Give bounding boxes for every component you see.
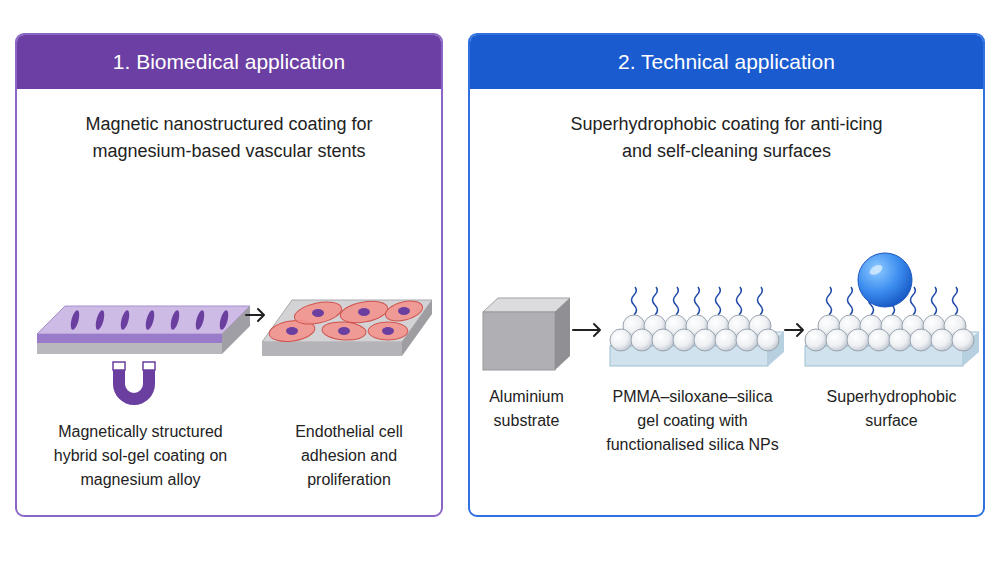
silica-nanoparticle — [736, 329, 758, 351]
stage-caption: Endothelial cell adhesion and proliferat… — [287, 420, 412, 492]
cell-nucleus — [286, 327, 298, 335]
process-arrow — [573, 324, 600, 336]
aligned-nanoparticle — [94, 309, 106, 330]
block-front-face — [483, 312, 555, 370]
functional-chain — [653, 287, 658, 315]
block-top-face — [483, 298, 570, 312]
stage-caption: Superhydrophobic surface — [822, 385, 962, 433]
panel-heading: 1. Biomedical application — [17, 35, 441, 89]
magnet-pole — [113, 362, 125, 370]
magnet-symbol — [113, 362, 155, 405]
silica-nanoparticle — [757, 329, 779, 351]
panel-box: 1. Biomedical applicationMagnetic nanost… — [15, 33, 443, 517]
aligned-nanoparticle — [169, 309, 181, 330]
silica-nanoparticle — [652, 329, 674, 351]
functional-chain — [632, 287, 637, 315]
block-side-face — [555, 298, 570, 370]
cell-slab — [262, 298, 432, 356]
slab-front-face — [262, 342, 402, 356]
panel-subtitle: Superhydrophobic coating for anti-icing … — [559, 111, 894, 165]
silica-nanoparticle — [889, 329, 911, 351]
silica-nanoparticle — [952, 329, 974, 351]
magnesium-layer — [37, 343, 222, 354]
functional-chain — [695, 287, 700, 315]
silica-nanoparticle — [610, 329, 632, 351]
cell-nucleus — [338, 327, 350, 335]
functional-chain — [827, 287, 832, 315]
endothelial-cell — [383, 298, 424, 325]
process-arrow — [785, 324, 803, 336]
silica-nanoparticle — [910, 329, 932, 351]
silica-nanoparticle — [931, 329, 953, 351]
coated-slab — [37, 306, 250, 354]
aligned-nanoparticle — [218, 309, 230, 330]
superhydrophobic-substrate — [805, 253, 979, 366]
aligned-nanoparticle — [119, 309, 131, 330]
silica-nanoparticle — [715, 329, 737, 351]
functional-chain — [911, 287, 916, 315]
endothelial-cell — [368, 322, 408, 340]
cell-nucleus — [398, 307, 410, 315]
coating-layer — [37, 334, 222, 343]
aligned-nanoparticle — [69, 309, 81, 330]
silica-nanoparticle — [847, 329, 869, 351]
aligned-nanoparticle — [194, 309, 206, 330]
silica-nanoparticle — [826, 329, 848, 351]
endothelial-cell — [321, 320, 366, 341]
process-arrow — [246, 309, 264, 321]
magnet-pole — [143, 362, 155, 370]
functional-chain — [737, 287, 742, 315]
stage-caption: PMMA–siloxane–silica gel coating with fu… — [603, 385, 783, 457]
stage-caption: Aluminium substrate — [480, 385, 573, 433]
cell-nucleus — [382, 327, 394, 335]
silica-nanoparticle — [694, 329, 716, 351]
cell-nucleus — [312, 309, 324, 317]
silica-nanoparticle — [805, 329, 827, 351]
functional-chain — [674, 287, 679, 315]
functional-chain — [758, 287, 763, 315]
silica-nanoparticle — [868, 329, 890, 351]
functional-chain — [716, 287, 721, 315]
coating-top-face — [37, 306, 250, 334]
functional-chain — [932, 287, 937, 315]
endothelial-cell — [339, 298, 390, 326]
functional-chain — [953, 287, 958, 315]
panel-heading: 2. Technical application — [470, 35, 983, 89]
water-droplet — [858, 253, 912, 307]
functional-chain — [848, 287, 853, 315]
droplet-highlight — [868, 263, 884, 277]
silica-nanoparticle — [631, 329, 653, 351]
stage-box: Magnetically structured hybrid sol-gel c… — [35, 270, 246, 490]
aligned-nanoparticle — [144, 309, 156, 330]
stage-caption: Magnetically structured hybrid sol-gel c… — [38, 420, 243, 492]
cell-nucleus — [358, 308, 370, 316]
silica-nanoparticle — [673, 329, 695, 351]
coated-substrate — [610, 287, 784, 366]
panel-subtitle: Magnetic nanostructured coating for magn… — [59, 111, 399, 165]
aluminium-block — [483, 298, 570, 370]
